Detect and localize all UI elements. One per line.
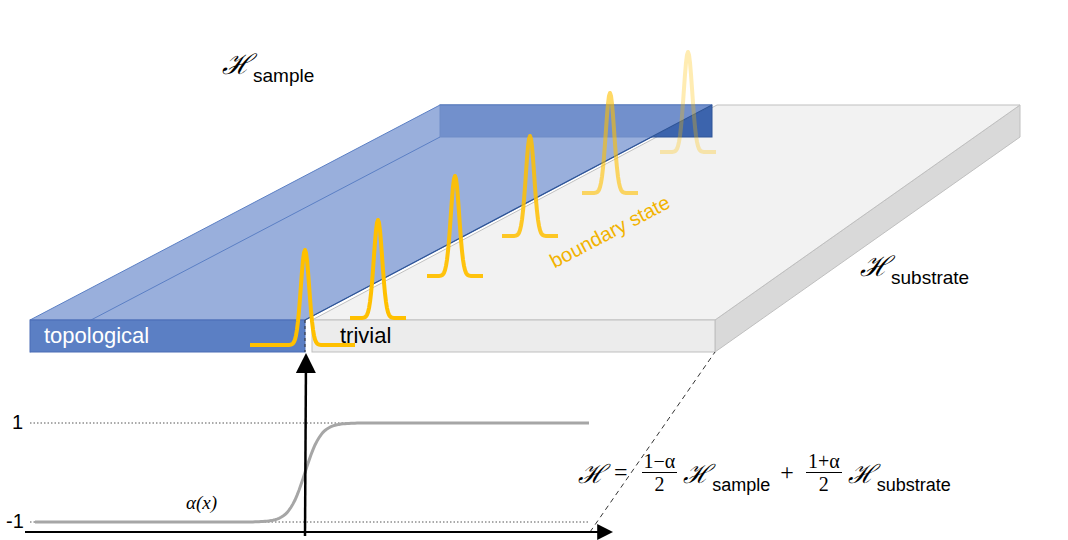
hamiltonian-subscript: sample — [253, 65, 314, 87]
boundary-peaks — [250, 52, 716, 345]
alpha-function: α(x) — [186, 492, 217, 514]
alpha-label: α(x) — [186, 492, 217, 514]
region-label: trivial — [340, 321, 391, 351]
hamiltonian-subscript: substrate — [891, 267, 969, 289]
axis-value: -1 — [6, 510, 24, 533]
hamiltonian-subscript: substrate — [877, 475, 951, 496]
projection-line — [305, 320, 306, 352]
axis-value: 1 — [12, 411, 23, 434]
sample-top — [30, 105, 712, 320]
substrate-hamiltonian-label: ℋsubstrate — [860, 246, 969, 284]
fraction: 1−α2 — [642, 450, 678, 495]
operator-symbol: ℋsubstrate — [848, 455, 951, 491]
alpha-curve — [35, 423, 589, 522]
boundary-peak — [660, 52, 716, 152]
operator-symbol: ℋsubstrate — [860, 246, 969, 284]
sample-front — [30, 320, 305, 352]
axis-tick-label: -1 — [6, 510, 24, 533]
trivial-region: trivial — [312, 320, 715, 352]
hamiltonian-symbol: ℋ — [683, 455, 711, 491]
sample-edge — [30, 137, 440, 352]
topological-region: topological — [30, 320, 305, 352]
hamiltonian-subscript: sample — [712, 475, 770, 496]
equation: ℋ=1−α2ℋsample+1+α2ℋsubstrate — [578, 450, 951, 495]
projection-line — [590, 352, 715, 532]
operator-symbol: ℋsample — [222, 44, 314, 82]
axis-tick-label: 1 — [12, 411, 23, 434]
operator-symbol: ℋsample — [683, 455, 770, 491]
x-axis — [25, 531, 610, 533]
fraction: 1+α2 — [806, 450, 842, 495]
hamiltonian-symbol: ℋ — [578, 455, 606, 491]
fraction-numerator: 1+α — [806, 450, 842, 473]
hamiltonian-symbol: ℋ — [222, 44, 252, 82]
boundary-peak — [350, 220, 406, 318]
substrate-front — [312, 320, 715, 352]
fraction-denominator: 2 — [819, 473, 829, 495]
boundary-peak — [427, 176, 483, 276]
y-axis — [305, 357, 306, 536]
fraction-denominator: 2 — [654, 473, 664, 495]
boundary-peak — [250, 250, 355, 345]
sample-hamiltonian-label: ℋsample — [222, 44, 314, 82]
equals-sign: = — [614, 459, 628, 486]
hamiltonian-symbol: ℋ — [848, 455, 876, 491]
boundary-peak — [502, 136, 558, 236]
boundary-peak — [582, 93, 638, 193]
interface-line — [305, 105, 712, 320]
fraction-numerator: 1−α — [642, 450, 678, 473]
region-label: topological — [44, 321, 149, 351]
plus-sign: + — [780, 459, 794, 486]
hamiltonian-symbol: ℋ — [860, 246, 890, 284]
